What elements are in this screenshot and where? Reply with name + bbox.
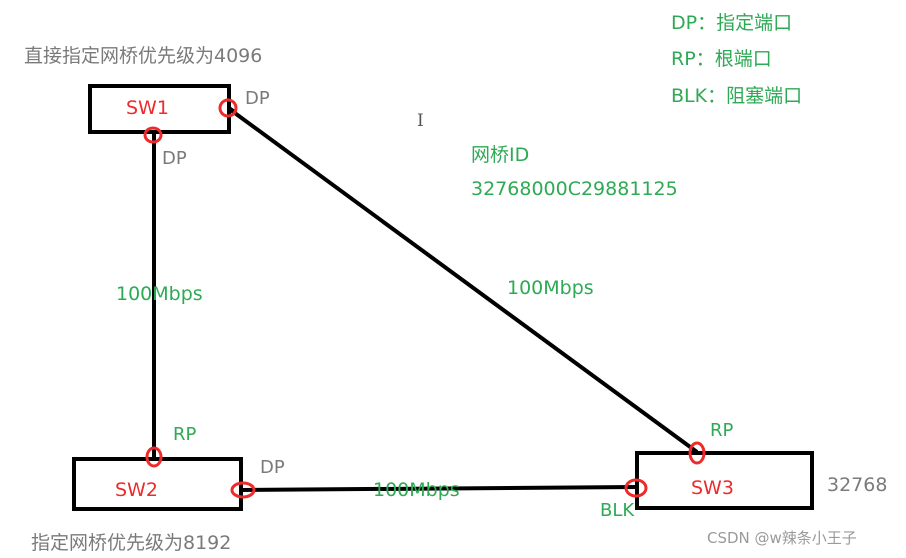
watermark: CSDN @w辣条小王子 (707, 529, 857, 547)
port-label-sw2-right: DP (260, 457, 285, 478)
port-marker-sw3-top (688, 441, 706, 465)
legend-abbr: BLK (671, 85, 708, 107)
legend-item-blk: BLK：阻塞端口 (671, 87, 802, 106)
legend-item-rp: RP：根端口 (671, 50, 772, 69)
switch-sw3-label: SW3 (691, 477, 734, 499)
legend-abbr: RP (671, 48, 696, 70)
port-label-sw1-bottom: DP (162, 148, 187, 169)
switch-sw2-label: SW2 (115, 479, 158, 501)
legend-abbr: DP (671, 12, 698, 34)
port-marker-sw3-left (624, 478, 648, 498)
port-marker-sw2-top (145, 446, 163, 468)
port-label-sw2-top: RP (173, 424, 197, 445)
link-label-sw2-sw3: 100Mbps (373, 479, 460, 501)
bridge-id-label: 网桥ID (471, 144, 530, 166)
port-marker-sw1-bottom (143, 126, 163, 144)
sw2-priority-note: 指定网桥优先级为8192 (31, 532, 232, 554)
legend-item-dp: DP：指定端口 (671, 14, 792, 33)
legend-meaning: 根端口 (714, 48, 772, 70)
bridge-id-value: 32768000C29881125 (471, 178, 678, 200)
legend-meaning: 指定端口 (716, 12, 793, 34)
link-sw1-sw3 (226, 106, 699, 454)
sw1-priority-note: 直接指定网桥优先级为4096 (24, 45, 263, 67)
port-marker-sw1-right (218, 98, 238, 118)
port-label-sw1-right: DP (245, 88, 270, 109)
port-label-sw3-left: BLK (600, 500, 635, 521)
port-marker-sw2-right (230, 481, 256, 499)
legend-sep: ： (707, 85, 727, 107)
link-label-sw1-sw3: 100Mbps (507, 277, 594, 299)
legend-sep: ： (695, 48, 715, 70)
legend-meaning: 阻塞端口 (726, 85, 803, 107)
link-label-sw1-sw2: 100Mbps (116, 283, 203, 305)
sw3-priority-note: 32768 (827, 474, 888, 496)
link-sw2-sw3 (241, 485, 637, 492)
switch-sw1-label: SW1 (126, 97, 169, 119)
legend-sep: ： (697, 12, 717, 34)
text-cursor-icon: I (417, 111, 424, 131)
port-label-sw3-top: RP (710, 420, 734, 441)
